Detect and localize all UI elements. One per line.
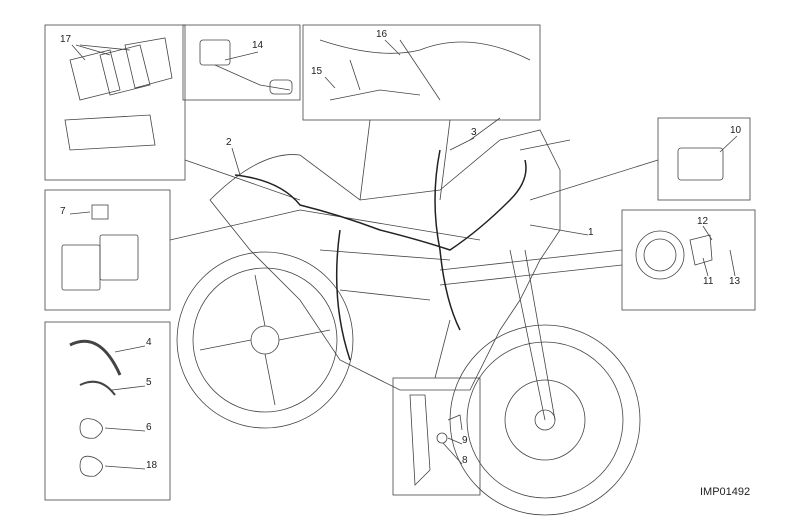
reference-code: IMP01492: [700, 486, 751, 498]
callout-13: 13: [729, 276, 741, 287]
detail-box-screw: [392, 377, 481, 496]
callout-8: 8: [462, 455, 468, 466]
callout-14: 14: [252, 40, 264, 51]
callout-2: 2: [226, 137, 232, 148]
callout-6: 6: [146, 422, 152, 433]
callout-4: 4: [146, 337, 152, 348]
detail-box-key-switch: [621, 209, 756, 311]
front-wheel: [449, 324, 641, 516]
callout-9: 9: [462, 435, 468, 446]
detail-box-regulator: [302, 24, 541, 121]
callout-7: 7: [60, 206, 66, 217]
callout-3: 3: [471, 127, 477, 138]
callout-10: 10: [730, 125, 742, 136]
detail-box-fuses: [44, 189, 171, 311]
detail-box-fuse-boxes: [44, 24, 186, 181]
wiring-harness: [234, 149, 527, 361]
callout-5: 5: [146, 377, 152, 388]
callout-16: 16: [376, 29, 388, 40]
callout-17: 17: [60, 34, 72, 45]
detail-box-clamps: [44, 321, 171, 501]
callout-12: 12: [697, 216, 709, 227]
rear-wheel: [176, 251, 354, 429]
motorcycle-body: [209, 129, 561, 391]
callout-11: 11: [703, 276, 714, 287]
callout-18: 18: [146, 460, 158, 471]
callout-15: 15: [311, 66, 323, 77]
detail-box-relay: [657, 117, 751, 201]
callout-1: 1: [588, 227, 594, 238]
detail-box-connector: [182, 24, 301, 101]
